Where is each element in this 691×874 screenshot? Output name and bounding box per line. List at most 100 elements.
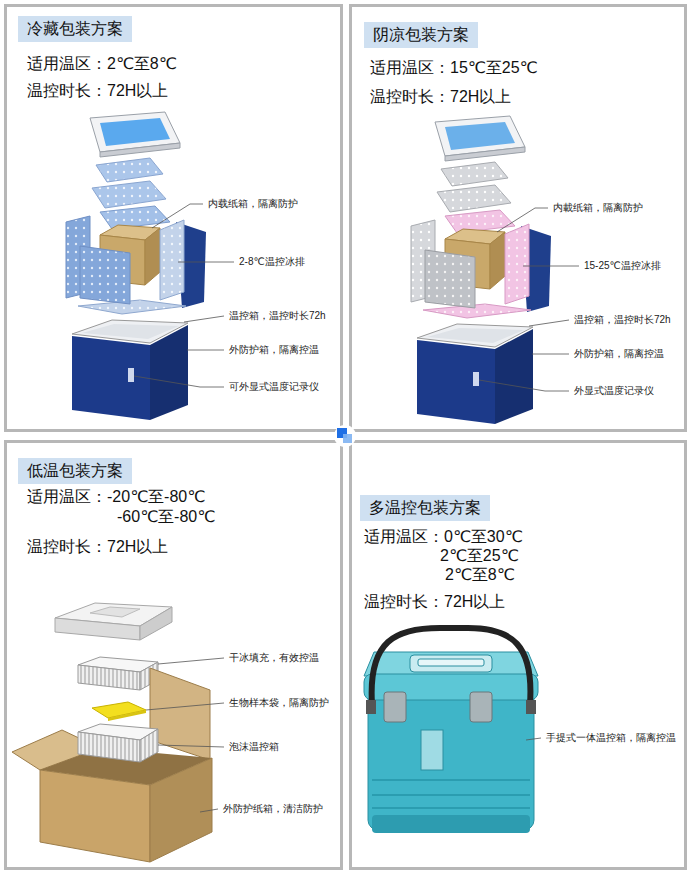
callout-label: 15-25℃温控冰排 [583,259,662,272]
handle [418,659,484,666]
panel-heading: 阴凉包装方案 [364,22,478,48]
lid-edge [445,147,525,161]
strap-clip [366,700,376,714]
leader-line [532,354,569,355]
cooler-body [368,690,534,830]
callout-label: 内载纸箱，隔离防护 [207,197,299,210]
ice-pack [423,304,531,318]
foam-lid-side [140,607,172,640]
cooler-lid-top [364,652,538,676]
temperature-recorder [128,368,134,382]
heading-text: 阴凉包装方案 [373,25,469,45]
leader-line [526,738,541,740]
carton-side [490,232,505,289]
cooler-rib [372,779,530,781]
ice-pack [160,220,184,300]
carton-side [145,228,160,285]
package-panel: 适用温区：0℃至30℃2℃至25℃2℃至8℃ 温控时长：72H以上 多温控包装方案 [349,440,687,870]
panel-heading: 多温控包装方案 [360,495,490,521]
ice-pack [441,162,508,186]
leader-line [184,316,224,322]
dry-ice-side [140,729,158,762]
sample-bag-edge [108,710,146,721]
ice-pack [80,246,130,304]
callout-label: 2-8℃温控冰排 [238,255,306,268]
foam-lid-front [55,618,140,640]
badge-square [337,428,347,438]
spec-text: 温控时长：72H以上 [364,592,505,612]
cooler-base [372,815,530,833]
lid-panel [445,122,515,150]
callout-label: 内載纸箱，隔离防护 [552,201,644,214]
strap-clip [526,700,536,714]
callout-label: 干冰填充，有效控温 [228,651,320,664]
badge-square [343,434,352,443]
cooler-rib [372,807,530,809]
ice-pack [78,300,186,314]
ice-pack [425,250,475,308]
heading-text: 低温包装方案 [27,461,123,481]
heading-text: 冷藏包装方案 [27,19,123,39]
spec-text: 适用温区：-20℃至-80℃ [27,487,205,507]
panel-heading: 冷藏包装方案 [18,16,132,42]
spec-text: 2℃至25℃ [440,546,519,566]
lid-edge [100,143,180,157]
box-inner [427,328,524,343]
callout-label: 外防护箱，隔离控温 [573,347,665,360]
badge-circle [334,425,356,447]
handle-recess [410,655,492,672]
box-front [72,336,150,420]
leader-line [529,320,569,326]
leader-line [146,703,224,710]
ice-pack [100,206,170,229]
box-inner [82,324,179,339]
heading-text: 多温控包装方案 [369,498,481,518]
box-front [417,340,495,424]
callout-label: 温控箱，温控时长72h [228,309,327,322]
lid-panel [100,118,170,146]
ice-pack [96,158,163,182]
package-panel: 适用温区：2℃至8℃温控时长：72H以上冷藏包装方案 [4,4,343,432]
spec-text: 温控时长：72H以上 [27,537,168,557]
leader-line [158,745,224,747]
ice-pack [505,224,529,304]
cooler-rib [372,794,530,796]
ice-pack [445,210,515,233]
callout-label: 外防护纸箱，清洁防护 [222,802,324,815]
cool-box-illustration [411,116,551,424]
spec-text: -60℃至-80℃ [117,507,215,527]
leader-line [187,350,224,351]
sample-bag [92,702,146,718]
spec-text: 适用温区：0℃至30℃ [364,527,523,547]
ice-pack [437,185,511,212]
carton-side [150,758,212,862]
cooler-illustration [364,628,538,833]
callout-label: 温控箱，温控时长72h [573,313,672,326]
callout-label: 外显式温度记录仪 [573,384,655,397]
dry-ice-front [78,665,140,690]
leader-line [479,380,569,391]
leader-line [152,204,203,228]
leader-line [523,266,579,267]
spec-text: 温控时长：72H以上 [370,87,511,107]
callout-label: 外防护箱，隔离控温 [228,343,320,356]
cooler-label [421,730,443,770]
leader-line [178,262,234,263]
ice-pack [92,181,166,208]
leader-line [134,376,224,387]
callout-label: 可外显式温度记录仪 [228,380,320,393]
frozen-box-illustration [12,603,212,862]
box-side [495,329,533,424]
panel-heading: 低温包装方案 [18,458,132,484]
leader-line [497,208,548,232]
spec-text: 适用温区：15℃至25℃ [370,58,538,78]
carton-front [40,770,150,862]
spec-text: 2℃至8℃ [445,565,515,585]
foam-lid-bump [90,607,140,617]
latch [384,692,406,722]
